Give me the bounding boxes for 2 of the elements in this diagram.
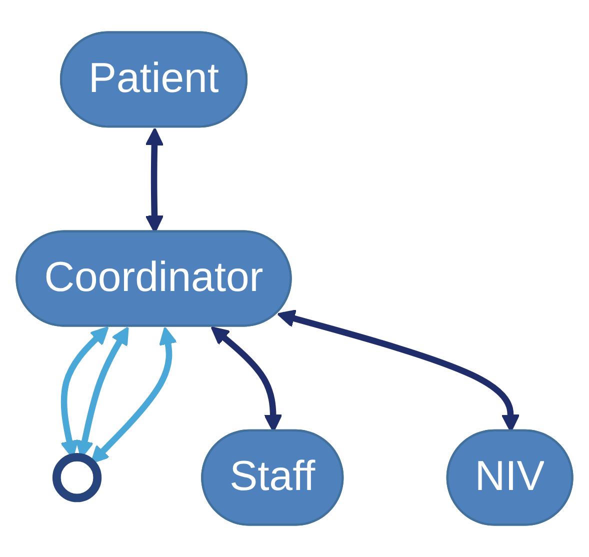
arrow (90, 326, 178, 464)
node-circle (52, 453, 102, 502)
